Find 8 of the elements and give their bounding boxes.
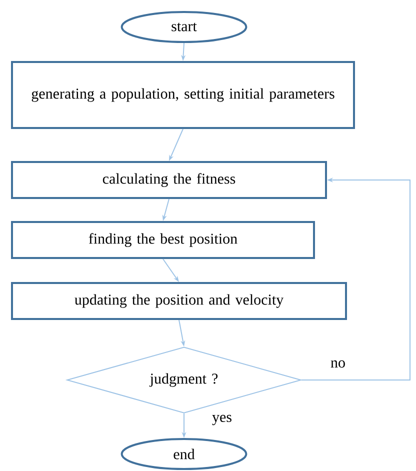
edge-label: no	[330, 359, 346, 369]
process-box: updating the position and velocity	[11, 282, 347, 320]
process-box: finding the best position	[11, 221, 315, 259]
edge-label: yes	[211, 414, 233, 426]
end-oval: end	[120, 438, 248, 470]
process-box: generating a population, setting initial parameters	[11, 61, 355, 129]
process-box: calculating the fitness	[11, 161, 327, 199]
start-oval: start	[120, 11, 248, 43]
